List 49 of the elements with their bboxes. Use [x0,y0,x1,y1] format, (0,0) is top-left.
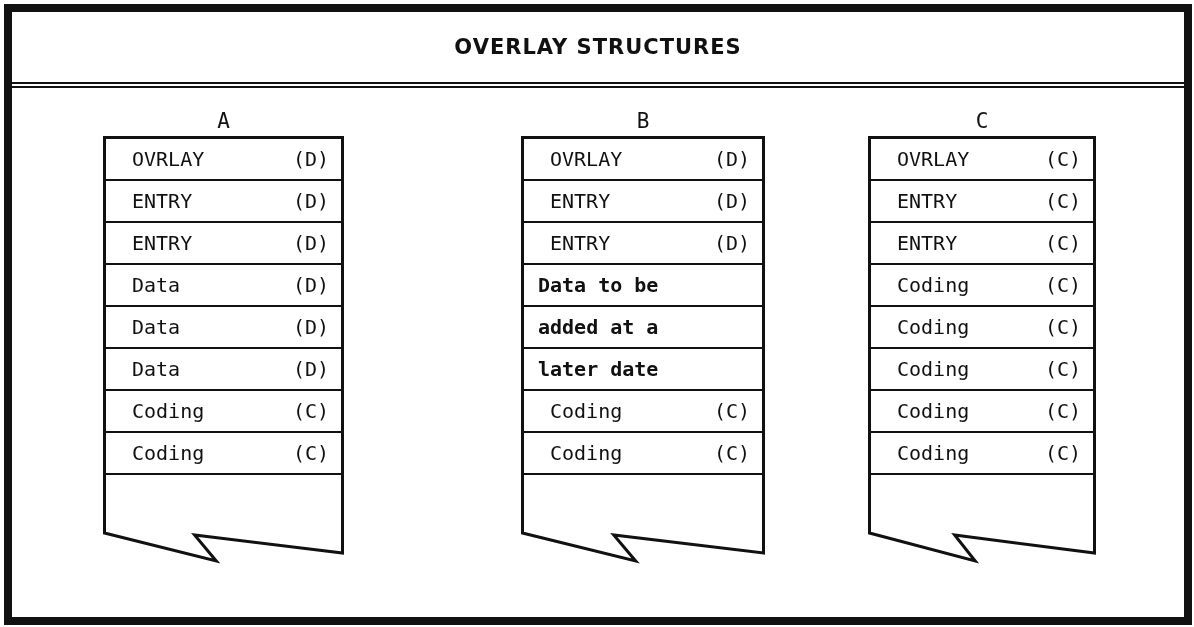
row-tag: (C) [1044,189,1081,213]
row-label: Coding [132,441,205,465]
row-tag: (D) [292,273,329,297]
row-label: Coding [550,399,623,423]
stack-heading: C [975,108,989,134]
row-label: Data to be [538,273,659,297]
row-tag: (C) [1044,441,1081,465]
row-label: Coding [897,441,970,465]
row-tag: (D) [292,147,329,171]
row-label: Coding [897,357,970,381]
row-label: ENTRY [132,189,193,213]
row-label: Coding [897,273,970,297]
row-label: Coding [550,441,623,465]
stack-heading: A [217,108,230,134]
row-label: added at a [538,315,659,339]
row-tag: (D) [292,315,329,339]
row-tag: (D) [292,357,329,381]
row-tag: (D) [292,189,329,213]
row-label: Data [132,357,181,381]
row-label: Coding [132,399,205,423]
row-label: ENTRY [897,231,958,255]
row-tag: (C) [1044,399,1081,423]
row-label: Coding [897,315,970,339]
row-tag: (C) [1044,273,1081,297]
row-label: OVRLAY [897,147,970,171]
row-tag: (C) [292,441,329,465]
row-tag: (D) [292,231,329,255]
row-tag: (C) [1044,147,1081,171]
row-label: Data [132,315,181,339]
row-tag: (C) [1044,315,1081,339]
row-tag: (D) [713,189,750,213]
stack-heading: B [636,108,650,134]
row-tag: (D) [713,147,750,171]
row-tag: (D) [713,231,750,255]
row-tag: (C) [1044,231,1081,255]
row-label: ENTRY [550,189,611,213]
row-label: Data [132,273,181,297]
row-label: ENTRY [897,189,958,213]
row-tag: (C) [713,441,750,465]
row-tag: (C) [1044,357,1081,381]
row-label: Coding [897,399,970,423]
row-label: ENTRY [550,231,611,255]
row-label: OVRLAY [132,147,205,171]
row-label: later date [538,357,659,381]
row-label: OVRLAY [550,147,623,171]
diagram-title: OVERLAY STRUCTURES [454,35,742,59]
row-label: ENTRY [132,231,193,255]
row-tag: (C) [713,399,750,423]
row-tag: (C) [292,399,329,423]
